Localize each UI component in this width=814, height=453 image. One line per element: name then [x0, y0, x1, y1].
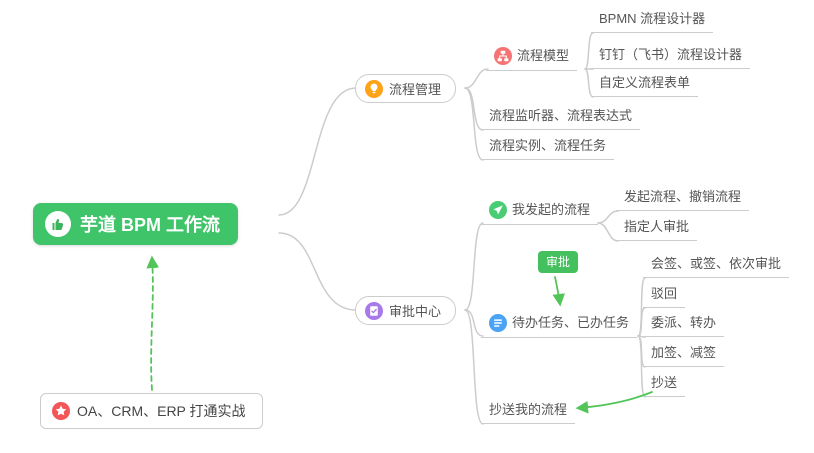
- node-label: 钉钉（飞书）流程设计器: [599, 47, 743, 62]
- node-add-reduce-sign[interactable]: 加签、减签: [643, 345, 725, 367]
- task-list-icon: [489, 314, 507, 332]
- root-node[interactable]: 芋道 BPM 工作流: [33, 203, 239, 245]
- node-instance-task[interactable]: 流程实例、流程任务: [481, 138, 615, 160]
- practice-link-arrow: [146, 255, 160, 391]
- node-approval-center[interactable]: 审批中心: [355, 296, 457, 325]
- node-process-model[interactable]: 流程模型: [486, 47, 578, 71]
- node-label: 委派、转办: [651, 315, 717, 330]
- node-todo-done[interactable]: 待办任务、已办任务: [481, 314, 638, 338]
- node-label: 自定义流程表单: [599, 75, 691, 90]
- node-label: 待办任务、已办任务: [512, 315, 630, 330]
- link-center-myinitiated: [464, 222, 484, 311]
- root-label: 芋道 BPM 工作流: [80, 215, 221, 235]
- star-icon: [52, 402, 70, 420]
- link-root-process-mgmt: [278, 87, 357, 216]
- node-label: 会签、或签、依次审批: [651, 256, 782, 271]
- link-myinit-assigned: [597, 222, 619, 242]
- node-assigned-approval[interactable]: 指定人审批: [616, 219, 698, 241]
- node-label: 流程实例、流程任务: [489, 138, 607, 153]
- node-reject[interactable]: 驳回: [643, 286, 686, 308]
- document-check-icon: [365, 301, 383, 320]
- node-custom-form[interactable]: 自定义流程表单: [591, 75, 699, 97]
- node-initiate-cancel[interactable]: 发起流程、撤销流程: [616, 189, 750, 211]
- link-myinit-initiate: [597, 210, 619, 224]
- node-label: 流程模型: [517, 48, 570, 63]
- flow-model-icon: [494, 47, 512, 65]
- node-label: 加签、减签: [651, 345, 717, 360]
- node-label: 指定人审批: [624, 219, 690, 234]
- node-label: 我发起的流程: [512, 202, 591, 217]
- approval-flow-arrow: [552, 276, 565, 307]
- node-ding-designer[interactable]: 钉钉（飞书）流程设计器: [591, 47, 751, 69]
- approval-badge: 审批: [538, 251, 579, 273]
- node-cc-my-flow[interactable]: 抄送我的流程: [481, 402, 576, 424]
- node-label: BPMN 流程设计器: [599, 11, 706, 26]
- node-label: 抄送我的流程: [489, 402, 568, 417]
- node-label: 审批中心: [389, 304, 442, 319]
- link-mgmt-model: [464, 68, 489, 89]
- approval-badge-label: 审批: [546, 255, 571, 269]
- node-bpmn-designer[interactable]: BPMN 流程设计器: [591, 11, 714, 33]
- cc-flow-arrow: [575, 391, 653, 414]
- node-label: 流程监听器、流程表达式: [489, 108, 633, 123]
- lightbulb-icon: [365, 79, 383, 98]
- send-icon: [489, 201, 507, 219]
- thumbs-up-icon: [45, 211, 71, 237]
- link-root-approval-center: [278, 232, 357, 311]
- node-listener-expr[interactable]: 流程监听器、流程表达式: [481, 108, 641, 130]
- note-oa-crm-erp[interactable]: OA、CRM、ERP 打通实战: [40, 393, 263, 429]
- node-delegate-transfer[interactable]: 委派、转办: [643, 315, 725, 337]
- node-label: 流程管理: [389, 82, 442, 97]
- node-my-initiated[interactable]: 我发起的流程: [481, 201, 599, 225]
- node-countersign[interactable]: 会签、或签、依次审批: [643, 256, 790, 278]
- node-label: 抄送: [651, 375, 678, 390]
- note-label: OA、CRM、ERP 打通实战: [77, 403, 246, 419]
- node-label: 发起流程、撤销流程: [624, 189, 742, 204]
- node-cc[interactable]: 抄送: [643, 375, 686, 397]
- node-process-mgmt[interactable]: 流程管理: [355, 74, 457, 103]
- node-label: 驳回: [651, 286, 678, 301]
